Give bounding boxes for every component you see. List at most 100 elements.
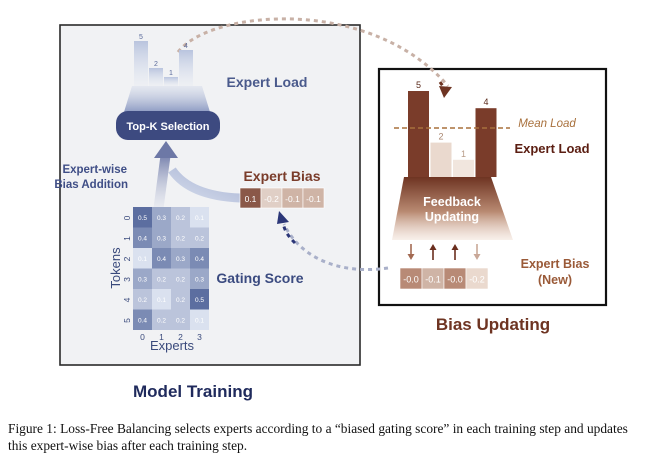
right-load-bar [453,159,474,177]
left-load-bar [179,50,193,86]
new-bias-value: -0.0 [447,275,463,285]
gating-score-heatmap: 0.5 0.3 0.2 0.1 0.4 0.3 0.2 0.2 0.1 0.4 0.3 0.4 0.3 0… [122,207,209,342]
heatmap-value: 0.2 [176,236,185,243]
down-arrow-head-icon [407,254,415,260]
heatmap-cell [190,268,209,289]
heatmap-value: 0.1 [195,215,204,222]
heatmap-cell [133,207,152,228]
heatmap-cell [152,207,171,228]
heatmap-value: 0.3 [157,215,166,222]
heatmap-cell [190,309,209,330]
expert-bias-cell [302,187,325,209]
heatmap-value: 0.3 [157,236,166,243]
figure-caption: Figure 1: Loss-Free Balancing selects ex… [8,421,628,453]
left-load-bar-label: 5 [139,34,143,41]
expert-bias-label: Expert Bias [243,168,320,184]
right-load-bar-label: 2 [438,132,443,142]
expert-bias-value: 0.1 [245,194,257,204]
right-load-bar [475,108,497,177]
heatmap-value: 0.2 [176,277,185,284]
new-expert-bias-cells: -0.0-0.1-0.0-0.2 [399,267,489,290]
topk-selection-box [116,111,220,140]
down-arrow-head-icon [473,254,481,260]
bias-addition-label-line1: Expert-wise [62,164,127,176]
heatmap-cell [152,309,171,330]
token-tick: 3 [122,277,132,282]
heatmap-value: 0.1 [138,256,147,263]
heatmap-cell [133,268,152,289]
expert-tick: 2 [178,332,183,342]
heatmap-cell [171,289,190,310]
heatmap-cell [190,248,209,269]
right-load-bar-label: 4 [483,97,488,107]
left-load-bar-label: 4 [184,43,188,50]
heatmap-value: 0.2 [157,318,166,325]
heatmap-value: 0.2 [157,277,166,284]
bias-return-connector [282,223,389,272]
right-expert-load-bars: 5 2 1 4 [408,80,497,177]
heatmap-cell [133,227,152,248]
heatmap-cell [171,309,190,330]
load-feedback-connector [176,17,450,87]
heatmap-cell [171,207,190,228]
left-expert-load-label: Expert Load [227,74,308,90]
new-expert-bias-label-line2: (New) [538,273,572,287]
token-tick: 1 [122,236,132,241]
right-load-bar [408,91,429,177]
expert-bias-value: -0.1 [285,194,300,204]
left-load-bar [134,41,148,86]
heatmap-value: 0.1 [195,318,204,325]
load-feedback-arrowhead [439,86,452,98]
heatmap-value: 0.2 [138,297,147,304]
new-bias-value: -0.1 [425,275,441,285]
bias-addition-arrowhead [154,141,178,158]
expert-bias-cells: 0.1 -0.2 -0.1 -0.1 [239,187,325,209]
gating-score-label: Gating Score [216,270,303,286]
left-load-bar-label: 2 [154,61,158,68]
heatmap-value: 0.4 [195,256,204,263]
heatmap-cell [152,227,171,248]
feedback-label-line2: Updating [425,210,479,224]
heatmap-value: 0.2 [176,297,185,304]
heatmap-cell [133,309,152,330]
heatmap-value: 0.5 [138,215,147,222]
expert-tick: 0 [140,332,145,342]
heatmap-cell [190,227,209,248]
heatmap-cell [152,268,171,289]
heatmap-value: 0.3 [195,277,204,284]
expert-bias-value: -0.1 [306,194,321,204]
expert-bias-value: -0.2 [264,194,279,204]
token-tick: 2 [122,256,132,261]
feedback-label-line1: Feedback [423,195,481,209]
heatmap-cell [171,248,190,269]
bias-return-connector-tip [281,221,297,245]
topk-funnel [124,86,210,112]
new-expert-bias-label-line1: Expert Bias [521,257,590,271]
heatmap-value: 0.5 [195,297,204,304]
update-direction-arrows [407,244,481,260]
new-bias-value: -0.2 [469,275,485,285]
heatmap-cell [152,248,171,269]
heatmap-value: 0.2 [176,215,185,222]
right-load-bar-label: 5 [416,80,421,90]
heatmap-value: 0.4 [138,318,147,325]
right-expert-load-label: Expert Load [514,141,589,156]
left-load-bar [149,68,163,86]
heatmap-cell [133,248,152,269]
heatmap-value: 0.4 [138,236,147,243]
right-load-bar-label: 1 [461,149,466,159]
model-training-title: Model Training [133,382,253,401]
feedback-funnel [392,177,513,240]
experts-axis-label: Experts [150,338,195,353]
heatmap-cell [152,289,171,310]
heatmap-value: 0.2 [176,318,185,325]
tokens-axis-label: Tokens [108,247,123,289]
token-tick: 5 [122,318,132,323]
heatmap-value: 0.3 [176,256,185,263]
up-arrow-head-icon [451,244,459,250]
expert-bias-flow-arrow [168,167,241,203]
token-tick: 4 [122,297,132,302]
heatmap-cell [133,289,152,310]
expert-tick: 3 [197,332,202,342]
